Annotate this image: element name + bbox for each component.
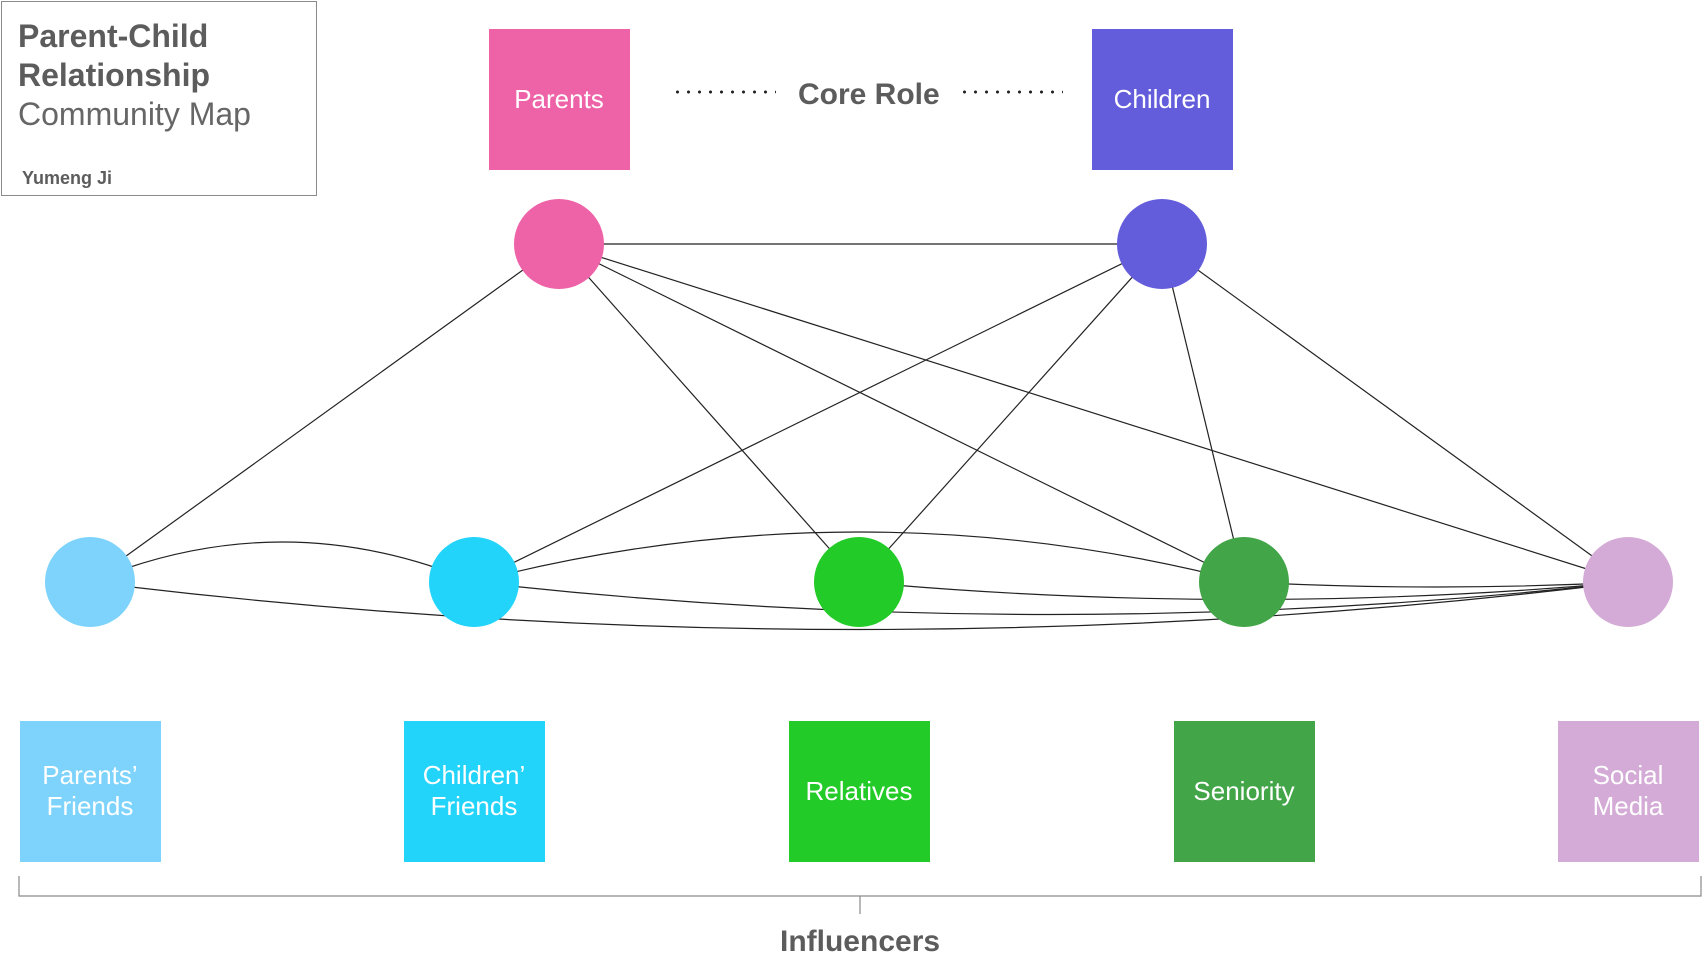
- edge-seniority-to-social_media: [1243, 581, 1629, 588]
- edge-childrens_friends-to-social_media: [473, 581, 1629, 616]
- role-label-parents: Parents: [514, 83, 604, 114]
- edge-children-to-childrens_friends: [473, 243, 1163, 583]
- edge-children-to-social_media: [1161, 243, 1629, 583]
- node-parents-friends: [45, 537, 135, 627]
- node-parents: [514, 199, 604, 289]
- edge-parents-to-parents_friends: [89, 243, 560, 583]
- role-box-parents: Parents: [488, 28, 630, 170]
- role-box-seniority: Seniority: [1173, 720, 1315, 862]
- node-children: [1117, 199, 1207, 289]
- edge-children-to-relatives: [858, 243, 1163, 583]
- author-name: Yumeng Ji: [22, 168, 113, 188]
- edge-parents-to-seniority: [558, 243, 1245, 583]
- edge-children-to-seniority: [1161, 243, 1245, 583]
- role-label-parents-friends: Parents’ Friends: [42, 760, 138, 821]
- title-line-2: Relationship: [18, 57, 211, 93]
- edge-parents_friends-to-childrens_friends: [89, 541, 475, 583]
- role-label-social-media: Social Media: [1592, 760, 1664, 821]
- role-box-children: Children: [1091, 28, 1233, 170]
- edge-parents-to-social_media: [558, 243, 1629, 583]
- title-line-1: Parent-Child: [18, 18, 209, 54]
- edge-parents_friends-to-social_media: [89, 581, 1629, 631]
- edge-parents-to-relatives: [558, 243, 860, 583]
- role-box-parents-friends: Parents’ Friends: [19, 720, 161, 862]
- edge-childrens_friends-to-seniority: [473, 531, 1245, 583]
- node-childrens-friends: [429, 537, 519, 627]
- bracket-line: [18, 876, 1702, 914]
- role-box-childrens-friends: Children’ Friends: [403, 720, 545, 862]
- role-label-childrens-friends: Children’ Friends: [422, 760, 526, 821]
- role-label-children: Children: [1113, 83, 1211, 114]
- role-box-relatives: Relatives: [788, 720, 930, 862]
- core-role-label: Core Role: [798, 78, 940, 111]
- node-relatives: [814, 537, 904, 627]
- title-line-3: Community Map: [18, 96, 251, 132]
- dotted-connector-right: [959, 90, 1063, 94]
- node-social-media: [1583, 537, 1673, 627]
- node-seniority: [1199, 537, 1289, 627]
- role-label-seniority: Seniority: [1193, 775, 1295, 806]
- role-label-relatives: Relatives: [805, 775, 913, 806]
- role-box-social-media: Social Media: [1557, 720, 1699, 862]
- dotted-connector-left: [672, 90, 776, 94]
- influencers-label: Influencers: [780, 925, 941, 958]
- title-box: Parent-Child Relationship Community Map …: [1, 1, 317, 196]
